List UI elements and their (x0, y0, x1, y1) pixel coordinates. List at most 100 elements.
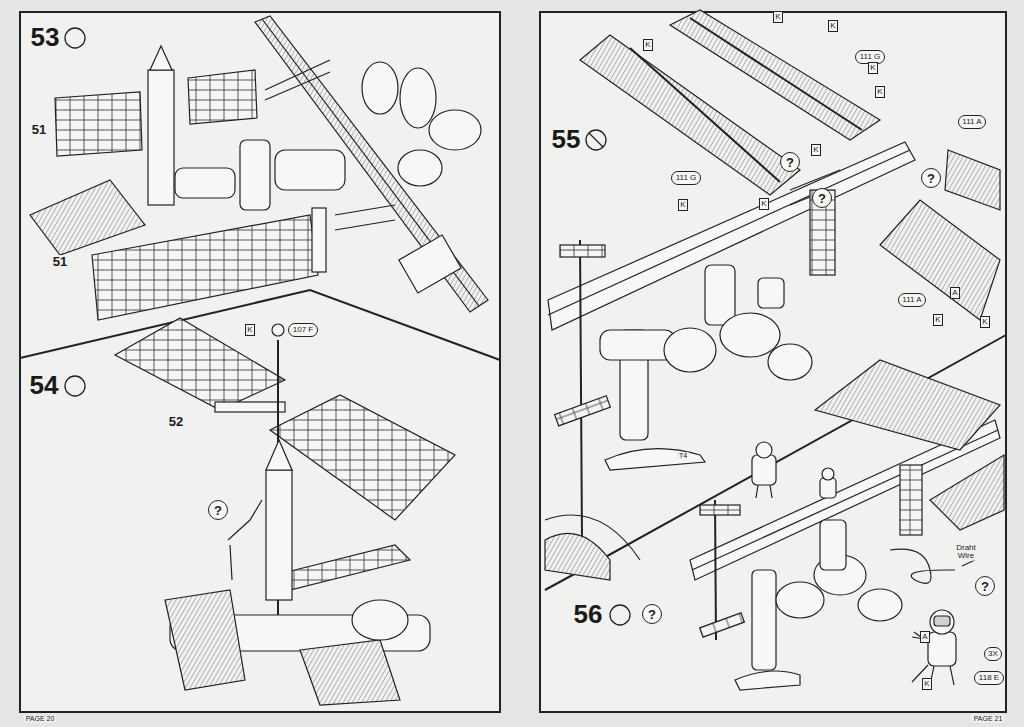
node-text: 111 G (860, 53, 881, 61)
callout-circle: 111 G (671, 171, 701, 185)
drawing-part (175, 168, 235, 198)
drawing-part (545, 533, 610, 580)
drawing-part (768, 344, 812, 380)
drawing-part (580, 240, 582, 540)
drawing-part (945, 150, 1000, 210)
drawing-part (188, 70, 257, 124)
drawing-part (545, 515, 640, 560)
part-number: 51 (51, 255, 69, 269)
drawing-part (700, 505, 740, 515)
drawing-part (300, 640, 400, 705)
node-text: ? (818, 192, 826, 205)
drawing-part (700, 613, 745, 637)
step-53-art (30, 16, 488, 320)
node-text: K (870, 64, 875, 72)
drawing-part (930, 610, 954, 634)
drawing-part (752, 455, 776, 485)
drawing-part (272, 324, 284, 336)
drawing-part (548, 142, 915, 330)
drawing-part (275, 150, 345, 190)
drawing-part (820, 520, 846, 570)
colour-code-box: K (922, 678, 932, 690)
colour-code-box: A (950, 287, 960, 299)
step-divider (20, 290, 500, 360)
drawing-part (362, 62, 398, 114)
node-text: ? (214, 504, 222, 517)
node-text: K (247, 326, 252, 334)
drawing-part (930, 455, 1004, 530)
node-text: 107 F (293, 326, 313, 334)
colour-code-box: K (933, 314, 943, 326)
node-text: ? (648, 608, 656, 621)
part-number: 52 (167, 415, 185, 429)
drawing-part (720, 313, 780, 357)
drawing-part (900, 465, 922, 535)
colour-code-box: K (773, 11, 783, 23)
drawing-part (820, 478, 836, 498)
drawing-part (770, 485, 772, 498)
page-frame (20, 12, 500, 712)
node-text: K (982, 318, 987, 326)
node-text: K (680, 201, 685, 209)
drawing-part (822, 468, 834, 480)
drawing-part (115, 318, 285, 410)
node-text: A (922, 633, 927, 641)
node-text: K (830, 22, 835, 30)
step-54-art (115, 318, 455, 705)
drawing-part (555, 396, 611, 426)
node-text: K (935, 316, 940, 324)
colour-code-box: K (811, 144, 821, 156)
node-text: 111 A (902, 296, 921, 304)
question-symbol: ? (642, 604, 662, 624)
drawing-part (670, 10, 880, 140)
drawing-part (399, 235, 461, 293)
drawing-part (400, 68, 436, 128)
drawing-part (962, 560, 975, 566)
colour-code-box: K (245, 324, 255, 336)
drawing-part (950, 666, 954, 685)
drawing-part (858, 589, 902, 621)
drawing-part (756, 485, 758, 498)
drawing-part (752, 570, 776, 670)
node-text: 111 G (676, 174, 697, 182)
drawing-part (880, 200, 1000, 320)
node-text: 118 E (979, 674, 999, 682)
question-symbol: ? (780, 152, 800, 172)
page-number: PAGE 21 (972, 715, 1005, 722)
drawing-part (335, 205, 395, 215)
drawing-part (352, 600, 408, 640)
part-number: 51 (30, 123, 48, 137)
node-text: K (645, 41, 650, 49)
drawing-part (735, 671, 800, 690)
drawing-part (715, 500, 716, 640)
drawing-part (148, 70, 174, 205)
step-number: 54 (28, 372, 61, 399)
callout-circle: 111 A (898, 293, 926, 307)
drawing-part (928, 632, 956, 666)
node-text: 111 A (962, 118, 981, 126)
drawing-part (275, 545, 410, 590)
drawing-part (228, 500, 262, 580)
page-number: PAGE 20 (24, 715, 57, 722)
drawing-part (600, 330, 675, 360)
drawing-part (265, 72, 330, 100)
drawing-part (890, 549, 955, 583)
drawing-part (92, 215, 318, 320)
drawing-part (262, 19, 479, 306)
drawing-part (270, 395, 455, 520)
node-text: K (775, 13, 780, 21)
node-text: 3X (988, 650, 998, 658)
colour-code-box: K (980, 316, 990, 328)
step-number: 56 (572, 601, 605, 628)
node-text: A (952, 289, 957, 297)
drawing-part (815, 360, 1000, 450)
colour-code-box: K (678, 199, 688, 211)
drawing-part (335, 220, 395, 230)
drawing-part (705, 265, 735, 325)
node-text: ? (786, 156, 794, 169)
drawing-part (690, 18, 862, 130)
colour-code-box: K (643, 39, 653, 51)
colour-code-box: K (868, 62, 878, 74)
no-glue-symbol (586, 130, 606, 150)
